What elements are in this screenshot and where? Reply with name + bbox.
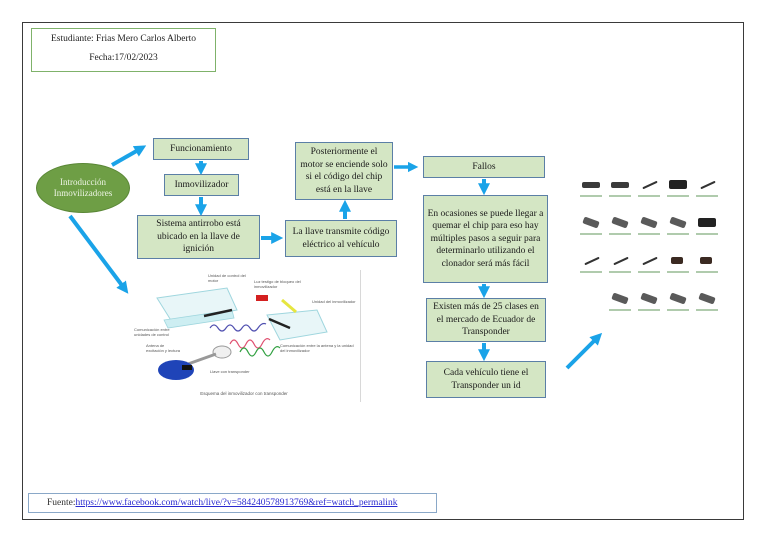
chip-caption [667,271,689,273]
header-info-box: Estudiante: Frias Mero Carlos Alberto Fe… [31,28,216,72]
label-antenna: Antena de excitación y lectura [146,343,181,353]
node-inmovilizador: Inmovilizador [164,174,239,196]
node-en-ocasiones: En ocasiones se puede llegar a quemar el… [423,195,548,283]
key-signal-wave [229,338,271,349]
label-comm-antenna: Comunicación entre la antena y la unidad… [280,343,354,353]
chip-body [669,216,687,229]
label-comm-units: Comunicación entre unidades de control [134,327,170,337]
arrow-root-to-diagram [68,214,129,294]
chip-body [611,182,629,188]
chip-body [700,257,712,264]
chip-body [700,180,716,190]
node-existen: Existen más de 25 clases en el mercado d… [426,298,546,342]
chip-body [582,216,600,229]
node-sistema-antirrobo: Sistema antirrobo está ubicado en la lla… [137,215,260,259]
immobilizer-schematic-image: Unidad de control del motor Luz testigo … [132,270,361,402]
chip-caption [580,195,602,197]
date: Fecha:17/02/2023 [89,53,158,63]
chip-caption [638,309,660,311]
chip-body [642,180,658,190]
chip-body [582,182,600,188]
chip-caption [609,271,631,273]
chip-body [642,256,658,266]
schematic-caption: Esquema del inmovilizador con transponde… [200,391,288,396]
page-frame [22,22,744,520]
chip-caption [609,195,631,197]
node-cada-vehiculo: Cada vehículo tiene el Transponder un id [426,361,546,398]
key-blade [187,352,217,366]
immo-connector [268,317,291,330]
root-node-introduccion: Introducción Inmovilizadores [36,163,130,213]
label-warning-light: Luz testigo de bloqueo del inmovilizador [254,279,301,289]
chip-caption [609,233,631,235]
chip-body [698,292,716,305]
chip-caption [638,271,660,273]
chip-caption [667,233,689,235]
chip-body [698,218,716,227]
chip-caption [696,233,718,235]
chip-body [669,292,687,305]
chip-caption [638,195,660,197]
light-signal-arrow [281,298,297,314]
chip-caption [696,195,718,197]
schematic-drawing [156,287,328,380]
chip-caption [580,271,602,273]
root-node-line2: Inmovilizadores [53,188,113,198]
chip-caption [696,309,718,311]
chip-caption [609,309,631,311]
chip-caption [580,233,602,235]
student-name: Estudiante: Frias Mero Carlos Alberto [50,34,197,44]
arrow-root-to-funcionamiento [111,145,147,167]
node-fallos: Fallos [423,156,545,178]
ecu-connector [203,308,233,318]
chip-body [669,180,687,189]
chip-body [671,257,683,264]
transponder-chip-catalog-image [580,178,730,328]
immo-unit-shape [266,309,328,341]
chip-body [584,256,600,266]
node-posteriormente: Posteriormente el motor se enciende solo… [295,142,393,200]
node-llave-transmite: La llave transmite código eléctrico al v… [285,220,397,257]
label-ecu: Unidad de control del motor [208,273,246,283]
source-link[interactable]: https://www.facebook.com/watch/live/?v=5… [75,498,398,508]
chip-body [613,256,629,266]
arrow-to-chip-catalog [565,332,603,370]
warning-light-icon [256,295,268,301]
chip-body [611,216,629,229]
chip-body [640,292,658,305]
transponder-chip [182,365,192,370]
chip-caption [667,195,689,197]
antenna-coil [212,345,232,359]
chip-caption [667,309,689,311]
chip-body [611,292,629,305]
root-node-line1: Introducción [60,177,106,187]
source-box: Fuente: https://www.facebook.com/watch/l… [28,493,437,513]
chip-caption [696,271,718,273]
node-funcionamiento: Funcionamiento [153,138,249,160]
ecu-comm-wave [209,322,267,332]
source-label: Fuente: [47,498,76,508]
label-key: Llave con transponder [210,369,250,374]
label-immo-unit: Unidad del inmovilizador [312,299,356,304]
antenna-comm-wave [239,346,281,357]
chip-body [640,216,658,229]
chip-caption [638,233,660,235]
